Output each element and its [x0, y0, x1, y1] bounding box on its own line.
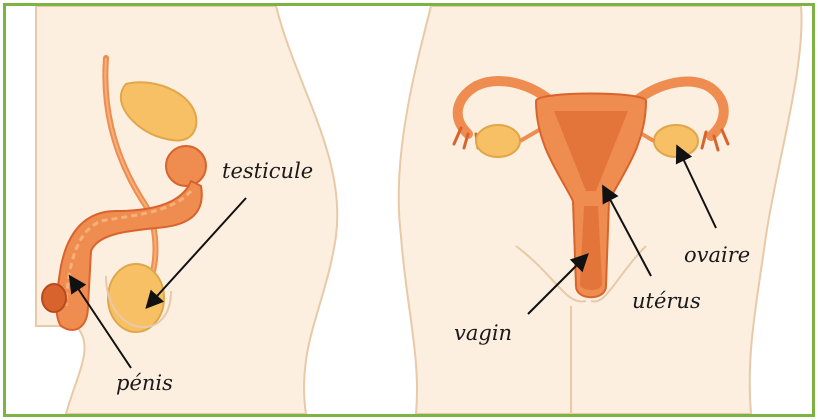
left-ovary [476, 125, 520, 157]
diagram-frame: testicule pénis ovaire utérus vagin [3, 3, 815, 417]
label-penis: pénis [116, 371, 173, 395]
right-ovary [654, 125, 698, 157]
label-vagin: vagin [454, 321, 512, 345]
glans [42, 284, 66, 312]
label-ovaire: ovaire [684, 243, 750, 267]
reproductive-diagram: testicule pénis ovaire utérus vagin [6, 6, 812, 414]
label-uterus: utérus [632, 289, 701, 313]
prostate [166, 146, 206, 186]
label-testicule: testicule [222, 159, 313, 183]
